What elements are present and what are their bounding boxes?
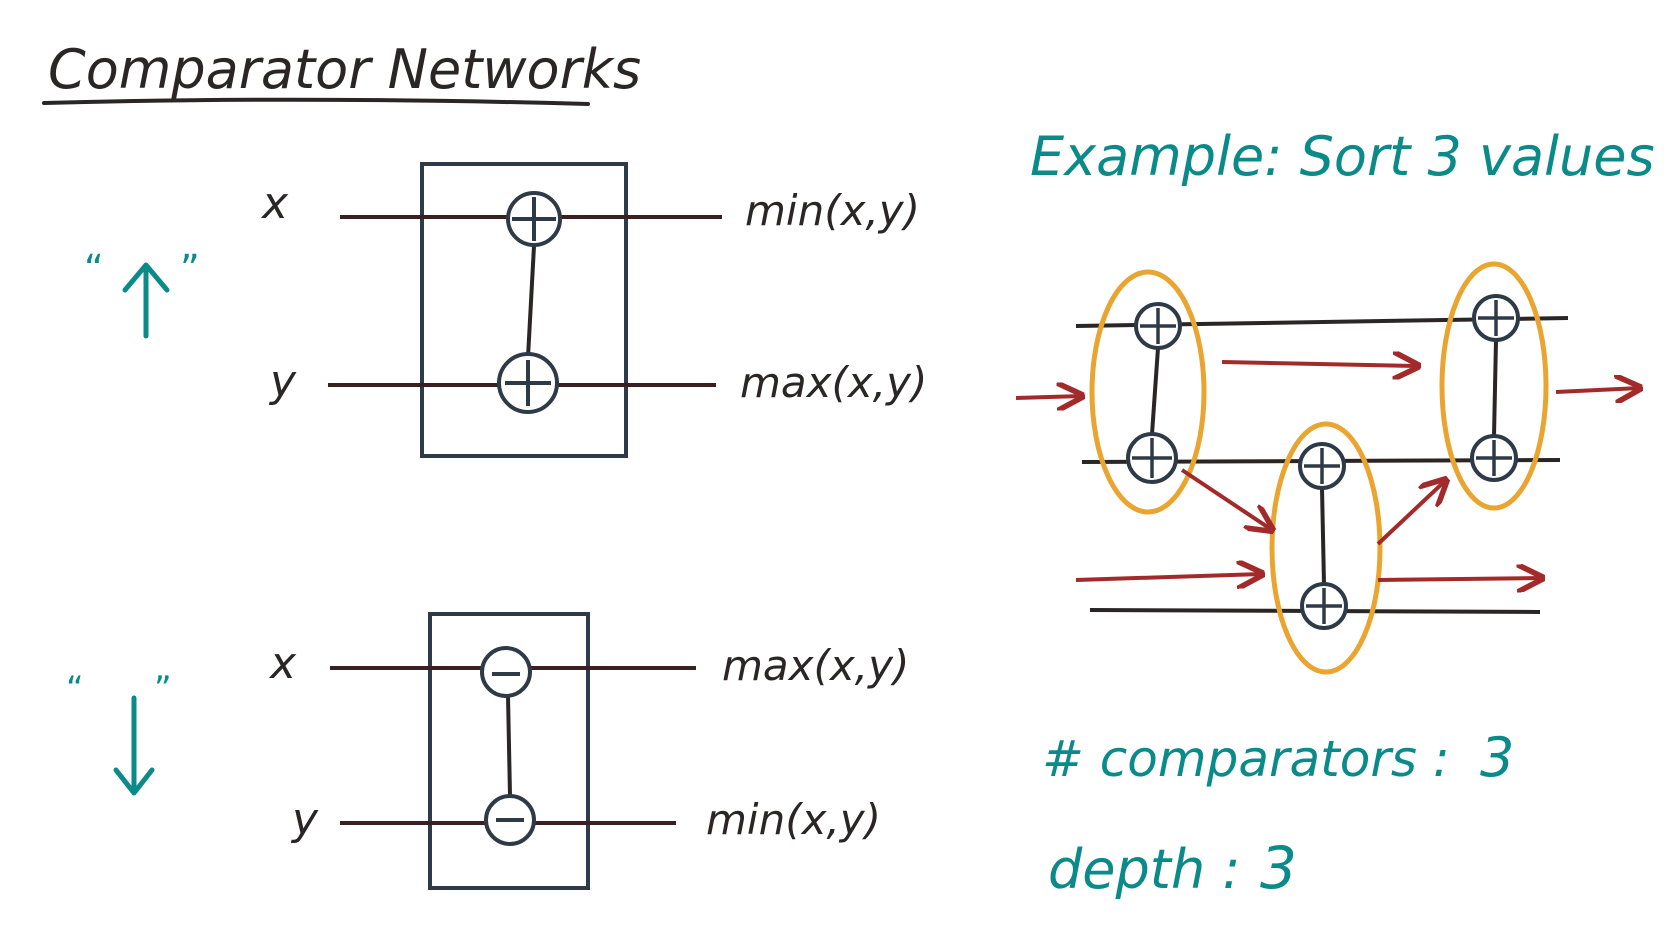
down-input-y: y	[290, 794, 319, 845]
title-underline	[42, 97, 590, 106]
flow-arrow-to-stage3	[1376, 480, 1446, 546]
up-input-x: x	[260, 178, 289, 229]
comparator-1-connector	[1150, 347, 1160, 435]
down-comparator-legend: “ ”	[66, 669, 172, 796]
plus-circle-icon	[1472, 294, 1520, 342]
flow-arrow-to-stage2	[1180, 468, 1272, 530]
up-quote-open: “	[84, 247, 104, 291]
comparators-value: 3	[1480, 726, 1514, 789]
plus-circle-icon	[1134, 302, 1182, 350]
down-quote-open: “	[66, 669, 84, 709]
stage-highlight-3	[1439, 261, 1549, 511]
flow-arrow-third-input	[1075, 574, 1262, 580]
up-output-max: max(x,y)	[740, 358, 927, 407]
comparator-3-connector	[1492, 339, 1498, 437]
up-connector	[526, 245, 536, 358]
plus-circle-icon	[1300, 582, 1348, 630]
plus-circle-icon	[1298, 442, 1346, 490]
up-output-min: min(x,y)	[745, 186, 920, 235]
plus-circle-icon	[1126, 432, 1178, 484]
stage-highlight-2	[1269, 421, 1383, 675]
flow-arrow-input	[1015, 396, 1082, 398]
plus-circle-icon	[506, 191, 562, 247]
flow-arrow-top-stage	[1221, 362, 1418, 366]
comparator-2-connector	[1320, 487, 1326, 585]
page-title: Comparator Networks	[48, 38, 641, 101]
minus-circle-icon	[484, 794, 536, 846]
up-comparator-legend: “ ”	[84, 247, 200, 339]
comparators-label: # comparators :	[1042, 730, 1450, 788]
example-heading: Example: Sort 3 values	[1030, 125, 1655, 188]
depth-value: 3	[1260, 834, 1297, 902]
down-comparator-box	[428, 612, 590, 890]
stage-highlight-1	[1089, 269, 1207, 515]
down-output-min: min(x,y)	[706, 795, 881, 844]
plus-circle-icon	[1470, 434, 1518, 482]
down-input-x: x	[268, 638, 297, 689]
down-output-max: max(x,y)	[722, 641, 909, 690]
plus-circle-icon	[497, 352, 559, 414]
up-quote-close: ”	[180, 247, 200, 291]
flow-arrow-bottom-out	[1377, 578, 1542, 580]
up-arrow-icon	[122, 262, 170, 339]
up-comparator: x y min(x,y) max(x,y)	[260, 162, 927, 458]
flow-arrow-output	[1555, 388, 1640, 392]
up-input-y: y	[268, 356, 297, 407]
up-comparator-box	[420, 162, 628, 458]
example-network	[1015, 261, 1640, 675]
minus-circle-icon	[480, 646, 532, 698]
down-arrow-icon	[113, 695, 155, 796]
down-comparator: x y max(x,y) min(x,y)	[268, 612, 909, 890]
down-quote-close: ”	[154, 669, 172, 709]
depth-label: depth :	[1048, 838, 1241, 901]
down-connector	[506, 695, 512, 797]
